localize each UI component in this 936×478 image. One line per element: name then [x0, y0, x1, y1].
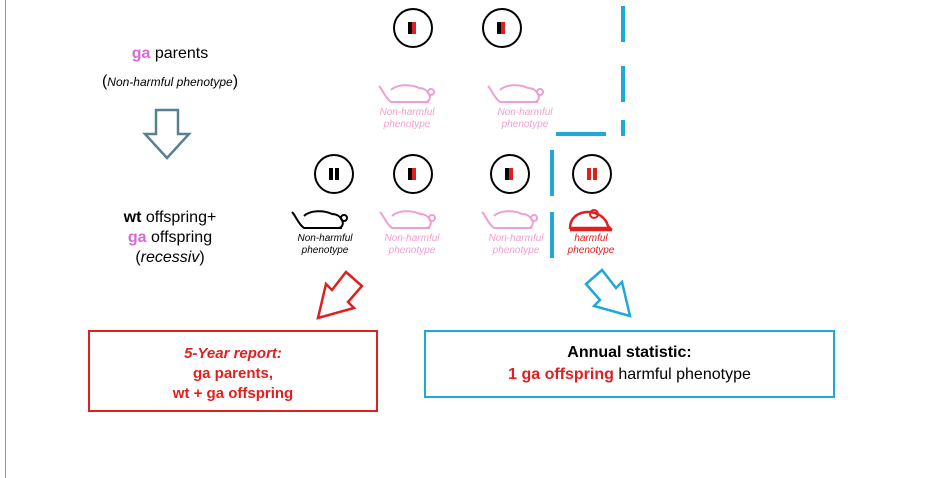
mouse-offspring-1-caption: Non-harmful phenotype	[285, 233, 365, 257]
slide-border	[5, 0, 6, 478]
mouse-parent-1-icon	[378, 84, 435, 103]
caption-line-1: Non-harmful	[297, 233, 353, 244]
offspring-line-1: wt offspring+	[70, 208, 270, 228]
recessive-text: recessiv	[140, 249, 200, 266]
separator-dash	[550, 212, 554, 258]
statistic-title: Annual statistic:	[567, 344, 692, 361]
caption-line-2: phenotype	[301, 245, 349, 256]
separator-dash	[550, 150, 554, 196]
inheritance-arrow-icon	[142, 108, 192, 160]
report-title: 5-Year report:	[184, 345, 282, 362]
allele-ga-bar	[593, 168, 597, 180]
paren-open: (	[135, 249, 141, 266]
paren-close: )	[199, 249, 205, 266]
offspring-line2-text: offspring	[146, 229, 213, 246]
allele-ga-bar	[412, 168, 416, 180]
caption-line-1: harmful	[574, 233, 608, 244]
mouse-parent-2-icon	[487, 84, 544, 103]
paren-open: (	[101, 73, 108, 90]
allele-ga-bar	[412, 22, 416, 34]
genotype-parent-2	[482, 8, 522, 48]
mouse-offspring-4-caption: harmful phenotype	[551, 233, 631, 257]
allele-wt-bar	[408, 22, 412, 34]
statistic-highlight: 1 ga offspring	[508, 366, 614, 383]
offspring-wt-text: wt	[123, 209, 142, 226]
report-line-3: wt + ga offspring	[172, 385, 294, 402]
mouse-offspring-4-icon	[568, 209, 614, 232]
caption-line-2: phenotype	[388, 245, 436, 256]
caption-line-1: Non-harmful	[488, 233, 544, 244]
caption-line-2: phenotype	[492, 245, 540, 256]
allele-wt-bar	[505, 168, 509, 180]
offspring-line1-text: offspring+	[141, 209, 217, 226]
allele-wt-bar	[329, 168, 333, 180]
allele-wt-bar	[497, 22, 501, 34]
allele-wt-bar	[408, 168, 412, 180]
mouse-offspring-2-caption: Non-harmful phenotype	[372, 233, 452, 257]
offspring-line-2: ga offspring	[70, 228, 270, 248]
genotype-offspring-2	[393, 154, 433, 194]
caption-line-2: phenotype	[567, 245, 615, 256]
five-year-report-box: 5-Year report: ga parents, wt + ga offsp…	[88, 330, 378, 412]
blue-arrow-icon	[584, 268, 632, 318]
parents-phenotype-text: Non-harmful phenotype	[107, 75, 233, 89]
bracket-dash	[621, 120, 625, 136]
allele-ga-bar	[509, 168, 513, 180]
paren-close: )	[232, 73, 239, 90]
parents-ga-text: ga	[131, 45, 151, 62]
genotype-offspring-4	[572, 154, 612, 194]
parents-phenotype-label: (Non-harmful phenotype)	[50, 72, 290, 92]
red-arrow-icon	[316, 270, 364, 320]
mouse-parent-1-caption: Non-harmful phenotype	[367, 107, 447, 131]
report-line-2: ga parents,	[192, 365, 274, 382]
mouse-offspring-3-icon	[481, 210, 538, 229]
genotype-offspring-3	[490, 154, 530, 194]
allele-ga-bar	[501, 22, 505, 34]
caption-line-1: Non-harmful	[497, 107, 553, 118]
statistic-rest: harmful phenotype	[613, 366, 751, 383]
parents-label: ga parents	[70, 44, 270, 64]
allele-wt-bar	[335, 168, 339, 180]
bracket-dash	[556, 132, 606, 136]
caption-line-2: phenotype	[383, 119, 431, 130]
offspring-ga-text: ga	[127, 229, 147, 246]
allele-ga-bar	[587, 168, 591, 180]
bracket-dash	[621, 6, 625, 42]
caption-line-2: phenotype	[501, 119, 549, 130]
annual-statistic-box: Annual statistic: 1 ga offspring harmful…	[424, 330, 835, 398]
offspring-line-3: (recessiv)	[70, 248, 270, 268]
genotype-parent-1	[393, 8, 433, 48]
caption-line-1: Non-harmful	[379, 107, 435, 118]
mouse-offspring-3-caption: Non-harmful phenotype	[476, 233, 556, 257]
mouse-parent-2-caption: Non-harmful phenotype	[485, 107, 565, 131]
caption-line-1: Non-harmful	[384, 233, 440, 244]
parents-text: parents	[150, 45, 209, 62]
mouse-offspring-1-icon	[291, 210, 348, 229]
offspring-label: wt offspring+ ga offspring (recessiv)	[70, 208, 270, 268]
genotype-offspring-1	[314, 154, 354, 194]
statistic-line-2: 1 ga offspring harmful phenotype	[426, 364, 833, 386]
bracket-dash	[621, 66, 625, 102]
mouse-offspring-2-icon	[379, 210, 436, 229]
